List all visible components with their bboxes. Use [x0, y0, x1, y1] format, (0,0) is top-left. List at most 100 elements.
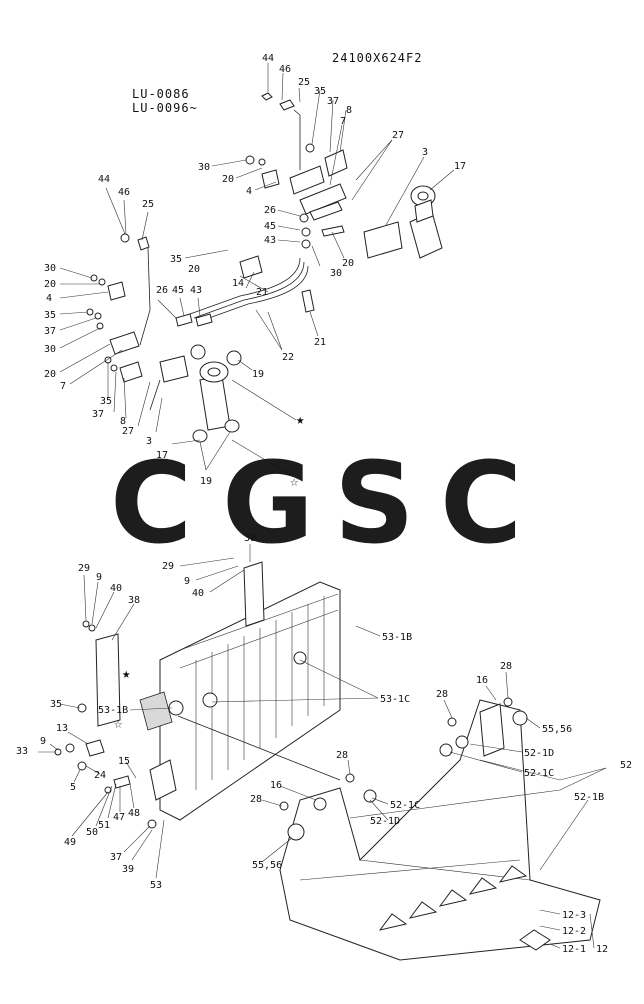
label-28: 28 [336, 750, 348, 761]
label-3: 3 [422, 147, 428, 158]
label-47: 47 [113, 812, 125, 823]
watermark-letter-c2: C [440, 439, 522, 569]
label-7: 7 [340, 116, 346, 127]
hollow-star-marker: ☆ [114, 716, 123, 732]
label-17: 17 [454, 161, 466, 172]
serial-range-a: LU-0086 [132, 87, 190, 101]
label-8: 8 [120, 416, 126, 427]
label-21: 21 [256, 287, 268, 298]
label-45: 45 [264, 221, 276, 232]
label-37: 37 [92, 409, 104, 420]
label-49: 49 [64, 837, 76, 848]
watermark-letter-s: S [334, 439, 415, 569]
filled-star-marker: ★ [122, 666, 131, 682]
label-51: 51 [98, 820, 110, 831]
label-33: 33 [16, 746, 28, 757]
label-40: 40 [192, 588, 204, 599]
label-46: 46 [279, 64, 291, 75]
label-4: 4 [46, 293, 52, 304]
watermark-letter-g: G [222, 439, 314, 569]
label-8: 8 [346, 105, 352, 116]
label-39: 39 [122, 864, 134, 875]
label-43: 43 [190, 285, 202, 296]
label-52-1d: 52-1D [524, 748, 554, 759]
label-53-1b: 53-1B [382, 632, 412, 643]
label-28: 28 [500, 661, 512, 672]
label-7: 7 [60, 381, 66, 392]
label-52: 52 [620, 760, 632, 771]
label-9: 9 [96, 572, 102, 583]
label-15: 15 [118, 756, 130, 767]
label-45: 45 [172, 285, 184, 296]
label-30: 30 [198, 162, 210, 173]
upper-left-assembly [59, 187, 319, 477]
label-30: 30 [44, 344, 56, 355]
label-30: 30 [44, 263, 56, 274]
label-38: 38 [244, 533, 256, 544]
filled-star-marker: ★ [296, 412, 305, 428]
label-20: 20 [342, 258, 354, 269]
label-27: 27 [122, 426, 134, 437]
part-labels: 44 46 25 35 37 8 7 27 3 17 30 20 4 26 45… [16, 53, 632, 955]
label-35: 35 [50, 699, 62, 710]
label-37: 37 [44, 326, 56, 337]
label-17: 17 [156, 450, 168, 461]
label-46: 46 [118, 187, 130, 198]
label-30: 30 [330, 268, 342, 279]
label-50: 50 [86, 827, 98, 838]
label-16: 16 [270, 780, 282, 791]
cgsc-watermark: C G S C [110, 439, 522, 569]
label-52-1d: 52-1D [370, 816, 400, 827]
label-19: 19 [252, 369, 264, 380]
label-12-2: 12-2 [562, 926, 586, 937]
label-37: 37 [327, 96, 339, 107]
label-20: 20 [44, 369, 56, 380]
label-13: 13 [56, 723, 68, 734]
label-43: 43 [264, 235, 276, 246]
label-28: 28 [250, 794, 262, 805]
label-35: 35 [314, 86, 326, 97]
label-26: 26 [156, 285, 168, 296]
drawing-code: 24100X624F2 [332, 51, 422, 65]
label-35: 35 [170, 254, 182, 265]
label-25: 25 [298, 77, 310, 88]
label-20: 20 [222, 174, 234, 185]
label-3: 3 [146, 436, 152, 447]
bucket-assembly [261, 671, 607, 961]
label-44: 44 [98, 174, 110, 185]
label-55-56: 55,56 [252, 860, 282, 871]
label-27: 27 [392, 130, 404, 141]
label-37: 37 [110, 852, 122, 863]
label-26: 26 [264, 205, 276, 216]
hollow-star-marker: ☆ [290, 474, 299, 490]
label-38: 38 [128, 595, 140, 606]
label-20: 20 [188, 264, 200, 275]
label-14: 14 [232, 278, 244, 289]
label-20: 20 [44, 279, 56, 290]
label-12-1: 12-1 [562, 944, 586, 955]
label-35: 35 [44, 310, 56, 321]
label-53-1b: 53-1B [98, 705, 128, 716]
label-5: 5 [70, 782, 76, 793]
label-19: 19 [200, 476, 212, 487]
label-52-1b: 52-1B [574, 792, 604, 803]
watermark-letter-c: C [110, 439, 192, 569]
back-frame-assembly [38, 544, 381, 879]
label-12: 12 [596, 944, 608, 955]
upper-right-assembly [189, 63, 455, 323]
label-4: 4 [246, 186, 252, 197]
label-22: 22 [282, 352, 294, 363]
label-9: 9 [184, 576, 190, 587]
label-40: 40 [110, 583, 122, 594]
label-12-3: 12-3 [562, 910, 586, 921]
label-48: 48 [128, 808, 140, 819]
label-52-1c: 52-1C [524, 768, 554, 779]
label-55-56: 55,56 [542, 724, 572, 735]
label-35: 35 [100, 396, 112, 407]
label-21: 21 [314, 337, 326, 348]
label-25: 25 [142, 199, 154, 210]
label-29: 29 [162, 561, 174, 572]
serial-range-b: LU-0096~ [132, 101, 198, 115]
label-16: 16 [476, 675, 488, 686]
